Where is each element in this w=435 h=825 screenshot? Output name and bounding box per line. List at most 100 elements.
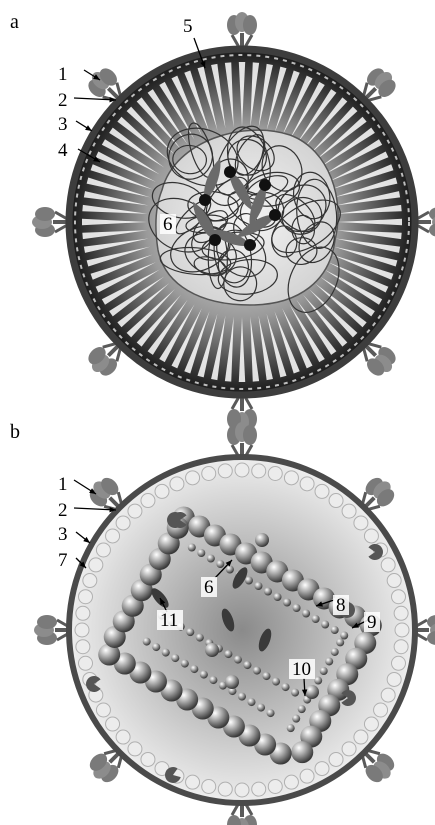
- matrix-bead: [394, 640, 408, 654]
- rna-bead: [243, 661, 251, 669]
- rna-bead: [292, 715, 300, 723]
- rna-bead: [340, 632, 348, 640]
- callout-b-1: 1: [58, 474, 96, 495]
- matrix-bead: [284, 775, 298, 789]
- rna-bead: [245, 577, 253, 585]
- matrix-bead: [75, 623, 89, 637]
- envelope-spike-icon: [227, 12, 257, 51]
- callout-a-5-label: 5: [183, 16, 193, 37]
- rna-bead: [226, 566, 234, 574]
- matrix-bead: [329, 752, 343, 766]
- matrix-bead: [300, 769, 314, 783]
- matrix-bead: [76, 606, 90, 620]
- callout-a-1-label: 1: [58, 64, 68, 85]
- matrix-bead: [96, 543, 110, 557]
- capsid-bead: [291, 741, 313, 763]
- matrix-bead: [395, 623, 409, 637]
- rna-bead: [207, 555, 215, 563]
- rna-bead: [200, 671, 208, 679]
- rna-bead: [234, 656, 242, 664]
- rna-bead: [216, 560, 224, 568]
- rna-bead: [312, 615, 320, 623]
- rna-bead: [314, 677, 322, 685]
- matrix-bead: [342, 504, 356, 518]
- callout-a-2-label: 2: [58, 90, 68, 111]
- matrix-bead: [78, 656, 92, 670]
- matrix-bead: [252, 782, 266, 796]
- rna-bead: [282, 683, 290, 691]
- rna-bead: [171, 654, 179, 662]
- rna-bead: [291, 689, 299, 697]
- callout-b-3-label: 3: [58, 524, 68, 545]
- matrix-bead: [235, 463, 249, 477]
- matrix-bead: [364, 717, 378, 731]
- sphere-bead-icon: [205, 643, 219, 657]
- rna-bead: [238, 693, 246, 701]
- matrix-bead: [141, 494, 155, 508]
- rna-bead: [181, 660, 189, 668]
- rna-bead: [283, 599, 291, 607]
- callout-a-2: 2: [58, 90, 116, 111]
- panel-label-b: b: [10, 421, 20, 443]
- rna-bead: [298, 705, 306, 713]
- matrix-bead: [170, 477, 184, 491]
- callout-a-6-label: 6: [163, 214, 173, 235]
- rna-bead: [248, 698, 256, 706]
- matrix-bead: [354, 730, 368, 744]
- matrix-bead: [116, 516, 130, 530]
- rna-bead: [253, 667, 261, 675]
- rna-bead: [152, 643, 160, 651]
- rna-bead: [209, 676, 217, 684]
- matrix-bead: [128, 742, 142, 756]
- rna-bead: [331, 626, 339, 634]
- matrix-bead: [387, 672, 401, 686]
- matrix-bead: [83, 574, 97, 588]
- rna-bead: [190, 665, 198, 673]
- matrix-bead: [300, 477, 314, 491]
- matrix-bead: [218, 782, 232, 796]
- rna-bead: [264, 588, 272, 596]
- matrix-bead: [268, 780, 282, 794]
- callout-a-3: 3: [58, 114, 92, 135]
- rna-bead: [320, 667, 328, 675]
- callout-b-2-label: 2: [58, 500, 68, 521]
- matrix-bead: [387, 574, 401, 588]
- matrix-bead: [364, 529, 378, 543]
- matrix-bead: [268, 466, 282, 480]
- matrix-bead: [392, 656, 406, 670]
- callout-b-9-label: 9: [367, 612, 377, 633]
- rna-bead: [336, 638, 344, 646]
- matrix-bead: [252, 464, 266, 478]
- rna-bead: [186, 628, 194, 636]
- callout-b-7-label: 7: [58, 550, 68, 571]
- rna-bead: [331, 648, 339, 656]
- matrix-bead: [392, 590, 406, 604]
- sphere-bead-icon: [225, 675, 239, 689]
- matrix-bead: [186, 471, 200, 485]
- rna-bead: [257, 704, 265, 712]
- matrix-bead: [342, 742, 356, 756]
- rna-bead: [188, 544, 196, 552]
- panel-a: a 123456: [10, 11, 435, 432]
- callout-a-4-label: 4: [58, 140, 68, 161]
- callout-b-11-label: 11: [160, 610, 178, 631]
- rna-bead: [274, 593, 282, 601]
- callout-b-8-label: 8: [336, 595, 346, 616]
- matrix-bead: [78, 590, 92, 604]
- rna-bead: [197, 549, 205, 557]
- matrix-bead: [202, 466, 216, 480]
- callout-b-3: 3: [58, 524, 90, 545]
- rna-bead: [267, 709, 275, 717]
- callout-b-1-label: 1: [58, 474, 68, 495]
- rna-bead: [254, 582, 262, 590]
- sphere-bead-icon: [255, 533, 269, 547]
- callout-a-6: 6: [160, 214, 176, 235]
- rna-bead: [196, 634, 204, 642]
- matrix-bead: [106, 529, 120, 543]
- matrix-bead: [141, 752, 155, 766]
- rna-bead: [325, 657, 333, 665]
- rna-bead: [287, 724, 295, 732]
- matrix-bead: [96, 703, 110, 717]
- matrix-bead: [284, 471, 298, 485]
